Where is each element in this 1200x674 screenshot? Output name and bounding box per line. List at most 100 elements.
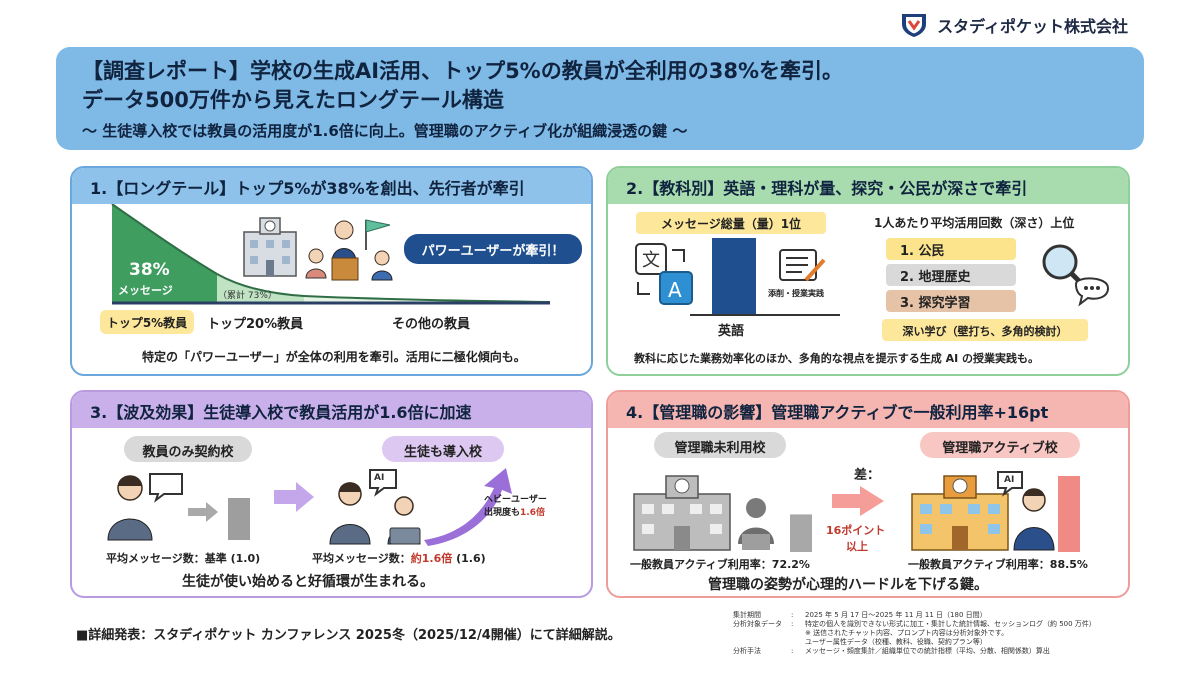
conference-announcement: ■詳細発表：スタディポケット カンファレンス 2025冬（2025/12/4開催… — [76, 628, 621, 643]
ai-bubble-icon — [997, 471, 1023, 497]
meta-row: 分析対象データ:特定の個人を識別できない形式に加工・集計した統計情報、セッション… — [733, 620, 1096, 628]
manager-icon — [1013, 488, 1055, 551]
meta-key: 集計期間 — [733, 611, 761, 619]
curve-segment-other — [304, 296, 550, 302]
stat-value: 約1.6倍 — [410, 552, 453, 565]
depth-rank-3: 3. 探究学習 — [886, 290, 1016, 312]
teacher-icon — [329, 482, 371, 545]
long-tail-curve-chart — [111, 204, 551, 305]
growth-arrow-icon — [424, 468, 512, 546]
inactive-management-pill: 管理職未利用校 — [654, 432, 786, 458]
doc-label: 添削・授業実践 — [768, 289, 824, 298]
difference-value: 16ポイント — [826, 524, 886, 537]
active-management-pill: 管理職アクティブ校 — [920, 432, 1080, 458]
podium-icon — [331, 257, 359, 281]
panel-ripple-heading: 3.【波及効果】生徒導入校で教員活用が1.6倍に加速 — [72, 392, 591, 428]
heavy-user-value: 1.6倍 — [520, 508, 545, 518]
depth-rank-label: 1人あたり平均活用回数（深さ）上位 — [874, 216, 1075, 230]
meta-value: 2025 年 5 月 17 日～2025 年 11 月 11 日（180 日間） — [805, 611, 987, 619]
inactive-school-illustration — [633, 475, 774, 551]
panel-long-tail-caption: 特定の「パワーユーザー」が全体の利用を牽引。活用に二極化傾向も。 — [142, 350, 526, 364]
report-title-line2: データ500万件から見えたロングテール構造 — [82, 88, 504, 112]
svg-text:A: A — [668, 278, 682, 302]
teacher-only-illustration — [107, 473, 250, 541]
panel-ripple-caption: 生徒が使い始めると好循環が生まれる。 — [182, 574, 434, 590]
panel-subjects: 2.【教科別】英語・理科が量、探究・公民が深さで牽引 メッセージ総量（量）1位 … — [606, 166, 1130, 376]
meta-key: 分析対象データ — [733, 620, 782, 628]
report-subtitle: ～ 生徒導入校では教員の活用度が1.6倍に向上。管理職のアクティブ化が組織浸透の… — [82, 122, 688, 140]
translate-icon: 文 A — [635, 243, 693, 305]
magnifier-chat-icon — [1042, 244, 1110, 307]
arrow-right-icon — [188, 502, 218, 522]
inactive-rate-bar — [790, 514, 812, 552]
meta-value: ユーザー属性データ（校種、教科、役職、契約プラン等） — [805, 638, 987, 646]
report-header: 【調査レポート】学校の生成AI活用、トップ5%の教員が全利用の38%を牽引。 デ… — [56, 47, 1144, 150]
teacher-only-stat: 平均メッセージ数：基準 (1.0) — [106, 552, 261, 565]
meta-row: 集計期間:2025 年 5 月 17 日～2025 年 11 月 11 日（18… — [733, 611, 987, 619]
english-label: 英語 — [718, 324, 745, 339]
cumulative-label: （累計 73%） — [218, 291, 277, 301]
share-label: メッセージ — [118, 284, 173, 297]
bar-baseline — [690, 314, 840, 316]
panel-ripple-effect: 3.【波及効果】生徒導入校で教員活用が1.6倍に加速 教員のみ契約校 生徒も導入… — [70, 390, 593, 598]
student-school-stat: 平均メッセージ数：約1.6倍 (1.6) — [312, 550, 486, 566]
meta-value: メッセージ・頻度集計／組織単位での統計指標（平均、分散、相関係数）算出 — [805, 647, 1050, 655]
big-arrow-icon — [274, 482, 314, 512]
difference-suffix: 以上 — [846, 540, 868, 553]
svg-text:文: 文 — [642, 250, 660, 271]
document-pen-icon — [779, 249, 826, 282]
shield-logo-icon — [902, 14, 927, 37]
panel-management: 4.【管理職の影響】管理職アクティブで一般利用率+16pt 管理職未利用校 管理… — [606, 390, 1130, 598]
student-school-pill: 生徒も導入校 — [382, 436, 504, 462]
meta-key — [733, 638, 791, 647]
panel-long-tail: 1.【ロングテール】トップ5%が38%を創出、先行者が牽引 38% メッセージ … — [70, 166, 593, 376]
deep-learning-label: 深い学び（壁打ち、多角的検討） — [882, 319, 1088, 341]
stat-prefix: 平均メッセージ数： — [312, 552, 411, 565]
meta-row: 分析手法:メッセージ・頻度集計／組織単位での統計指標（平均、分散、相関係数）算出 — [733, 647, 1050, 655]
inactive-rate-bar-rect — [790, 514, 812, 552]
analysis-metadata: 集計期間:2025 年 5 月 17 日～2025 年 11 月 11 日（18… — [733, 611, 1096, 656]
ai-bubble-text: AI — [1004, 475, 1015, 485]
panel-management-heading: 4.【管理職の影響】管理職アクティブで一般利用率+16pt — [608, 392, 1128, 428]
stat-suffix: (1.6) — [452, 552, 486, 565]
baseline-bar — [228, 498, 250, 540]
meta-row: ユーザー属性データ（校種、教科、役職、契約プラン等） — [733, 638, 1096, 647]
student-school-illustration — [329, 468, 512, 546]
difference-arrow-icon — [832, 486, 884, 516]
power-user-callout: パワーユーザーが牽引！ — [404, 234, 582, 264]
heavy-user-prefix: 出現度も — [484, 508, 521, 518]
flag-icon — [365, 219, 391, 250]
difference-label: 差： — [854, 468, 881, 483]
meta-key — [733, 629, 791, 638]
report-title-line1: 【調査レポート】学校の生成AI活用、トップ5%の教員が全利用の38%を牽引。 — [82, 59, 843, 83]
depth-rank-1: 1. 公民 — [886, 238, 1016, 260]
curve-segment-top20 — [217, 274, 304, 302]
company-name: スタディポケット株式会社 — [937, 17, 1128, 36]
chat-bubble-icon — [149, 473, 183, 503]
company-logo: スタディポケット株式会社 — [899, 12, 1128, 38]
teacher-icon — [107, 475, 153, 541]
inactive-rate-stat: 一般教員アクティブ利用率：72.2% — [630, 558, 810, 571]
school-teachers-illustration — [243, 217, 393, 281]
active-rate-stat: 一般教員アクティブ利用率：88.5% — [908, 558, 1088, 571]
label-other-teachers: その他の教員 — [392, 317, 471, 332]
teacher-female-icon — [305, 248, 327, 279]
depth-rank-2: 2. 地理歴史 — [886, 264, 1016, 286]
curve-line — [111, 204, 551, 303]
curve-segment-top5 — [112, 204, 217, 302]
meta-row: ※ 送信されたチャット内容、プロンプト内容は分析対象外です。 — [733, 629, 1096, 638]
panel-long-tail-heading: 1.【ロングテール】トップ5%が38%を創出、先行者が牽引 — [72, 168, 591, 204]
english-volume-bar — [712, 238, 756, 314]
volume-rank-label: メッセージ総量（量）1位 — [636, 212, 826, 234]
teacher-male-icon — [371, 250, 393, 281]
speaker-teacher-icon — [331, 220, 357, 263]
heavy-user-line1: ヘビーユーザー — [484, 495, 547, 505]
meta-value: ※ 送信されたチャット内容、プロンプト内容は分析対象外です。 — [805, 629, 1009, 637]
meta-value: 特定の個人を識別できない形式に加工・集計した統計情報、セッションログ（約 500… — [805, 620, 1096, 628]
heavy-user-line2: 出現度も1.6倍 — [484, 505, 545, 518]
active-school-illustration — [911, 471, 1055, 551]
panel-subjects-caption: 教科に応じた業務効率化のほか、多角的な視点を提示する生成 AI の授業実践も。 — [634, 352, 1040, 365]
laptop-icon — [389, 527, 421, 545]
active-rate-bar-rect — [1058, 476, 1080, 552]
share-value: 38% — [129, 260, 170, 280]
